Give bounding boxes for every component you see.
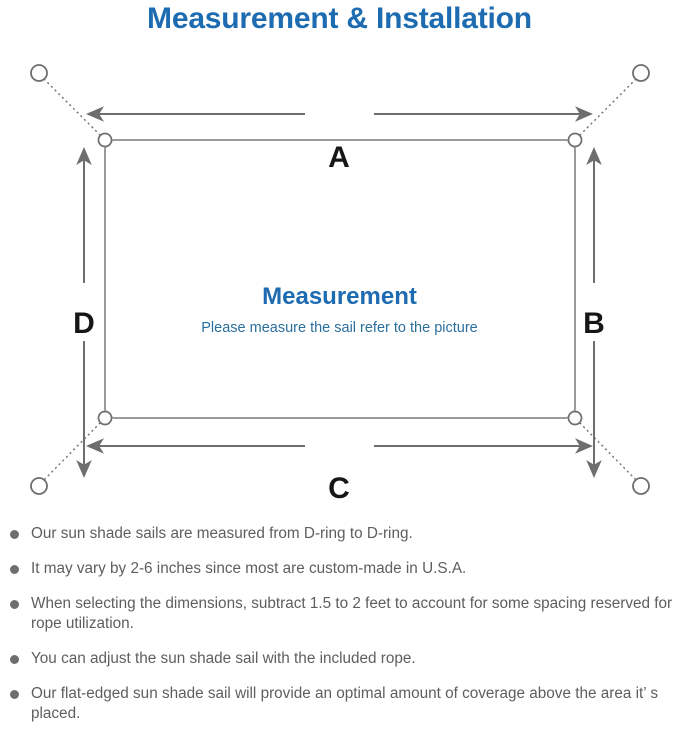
rope-bottom-right [575,418,640,484]
rope-bottom-left [40,418,105,484]
note-text: Our flat-edged sun shade sail will provi… [31,685,658,722]
page-title: Measurement & Installation [147,2,532,35]
bullet-icon [10,690,19,699]
dimension-label-a: A [328,141,350,174]
sail-measurement-diagram: Measurement Please measure the sail refe… [0,46,679,516]
list-item: Our sun shade sails are measured from D-… [0,524,679,544]
anchor-point-bottom-left [30,477,48,495]
anchor-point-bottom-right [632,477,650,495]
notes-list: Our sun shade sails are measured from D-… [0,524,679,739]
rope-top-left [40,75,105,140]
d-rings [97,132,583,426]
dimension-label-d: D [73,307,95,340]
anchor-point-top-right [632,64,650,82]
list-item: It may vary by 2-6 inches since most are… [0,559,679,579]
sail-body [104,139,576,419]
rope-lines [40,75,640,484]
anchor-point-top-left [30,64,48,82]
bullet-icon [10,530,19,539]
note-text: Our sun shade sails are measured from D-… [31,525,413,542]
d-ring-bottom-left [97,410,113,426]
d-ring-top-left [97,132,113,148]
note-text: It may vary by 2-6 inches since most are… [31,560,467,577]
bullet-icon [10,565,19,574]
dimension-arrows [76,106,602,478]
d-ring-bottom-right [567,410,583,426]
bullet-icon [10,655,19,664]
dimension-label-b: B [583,307,605,340]
note-text: You can adjust the sun shade sail with t… [31,650,416,667]
note-text: When selecting the dimensions, subtract … [31,595,673,632]
anchor-points [30,64,650,495]
bullet-icon [10,600,19,609]
list-item: When selecting the dimensions, subtract … [0,594,679,634]
sail-rectangle [104,139,576,419]
list-item: Our flat-edged sun shade sail will provi… [0,684,679,724]
rope-top-right [575,75,640,140]
dimension-label-c: C [328,472,350,505]
d-ring-top-right [567,132,583,148]
list-item: You can adjust the sun shade sail with t… [0,649,679,669]
